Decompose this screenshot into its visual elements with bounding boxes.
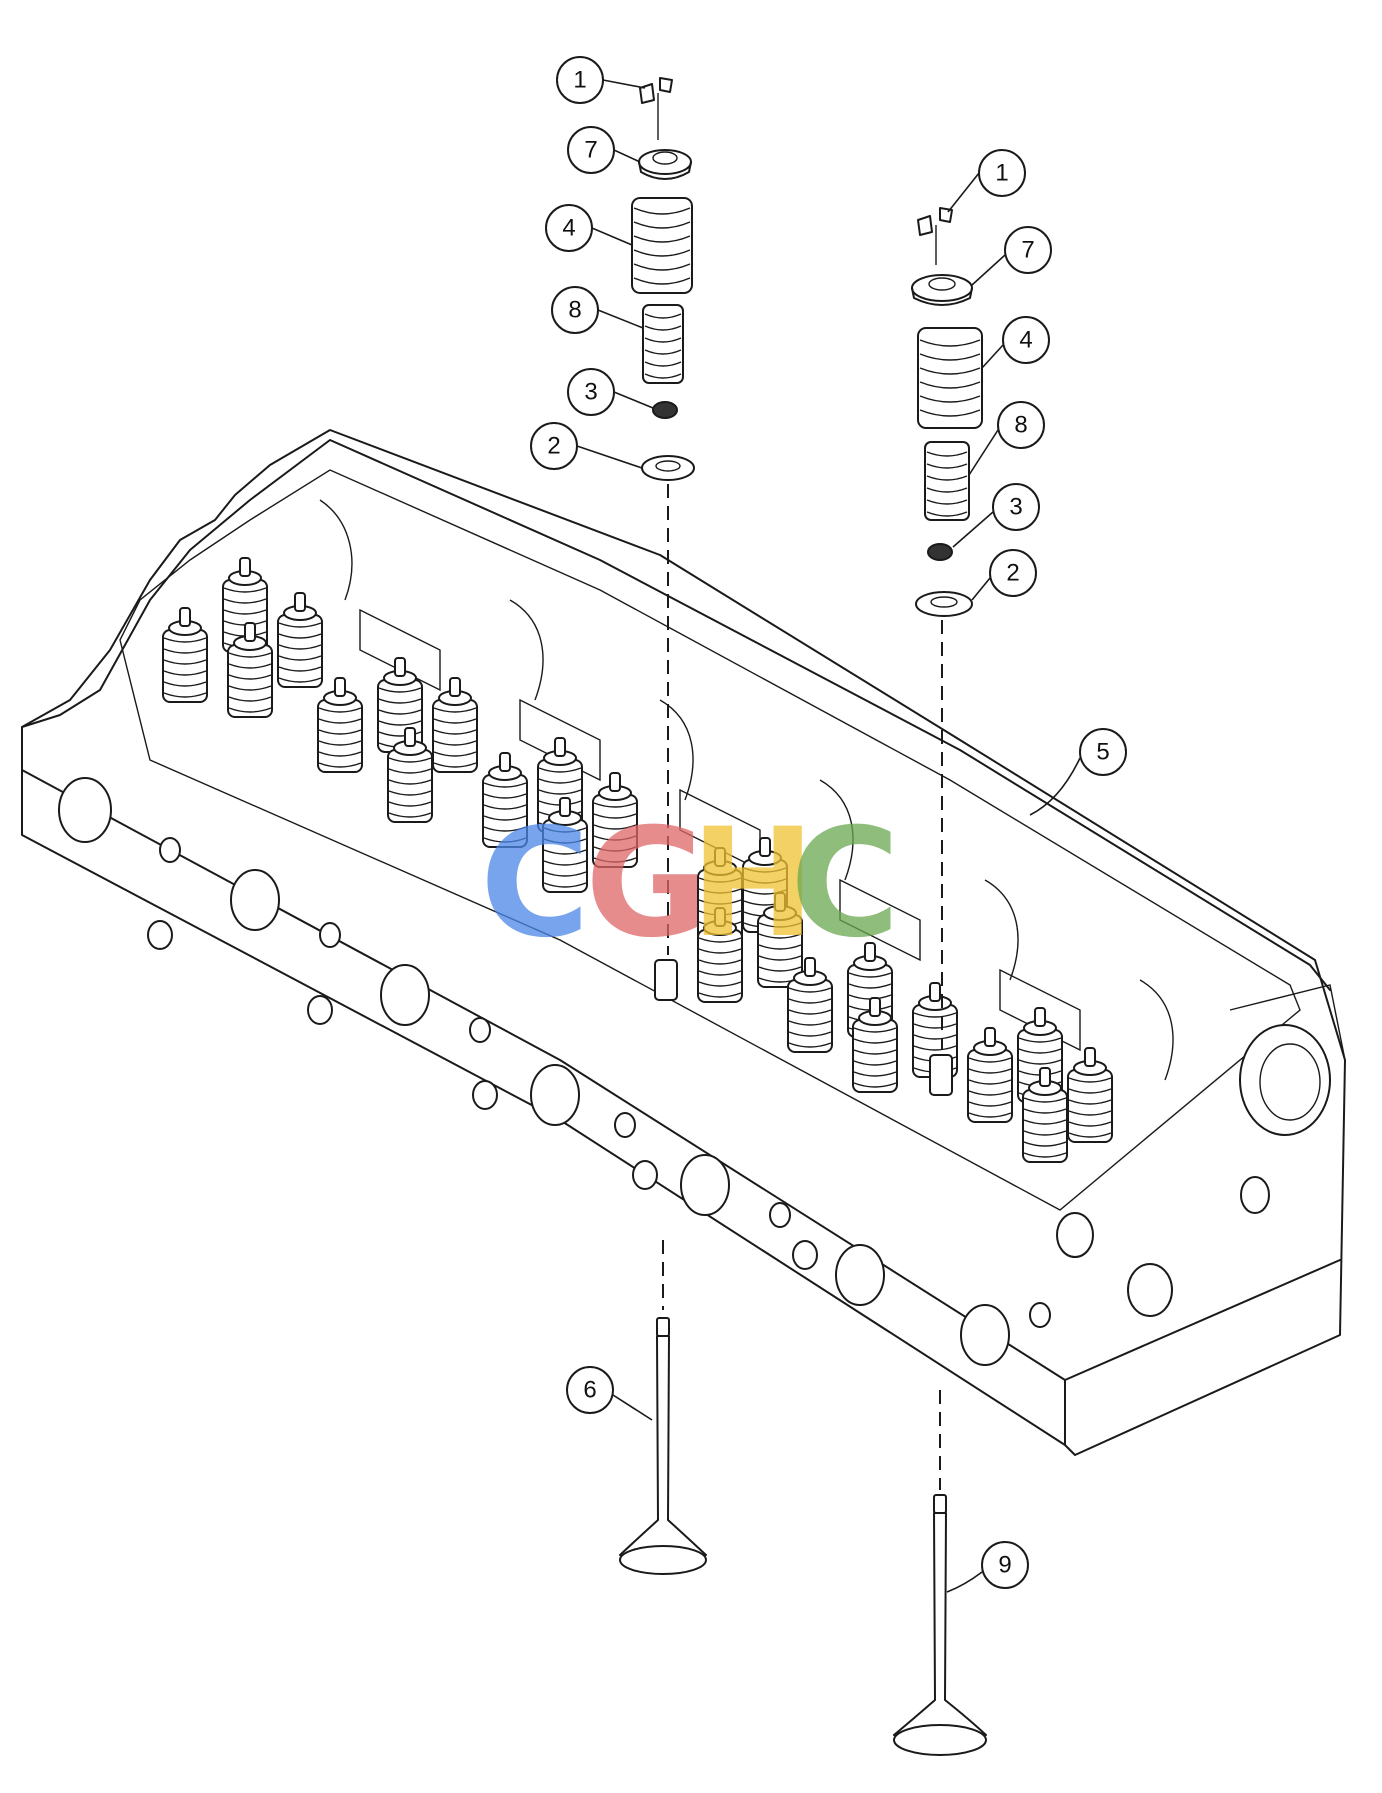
spring-seat-left xyxy=(641,455,695,481)
callout-4-left xyxy=(545,204,593,252)
installed-spring xyxy=(162,607,208,703)
callout-1-right-label: 1 xyxy=(995,160,1008,187)
watermark-letter-c2: C xyxy=(790,797,900,971)
exhaust-valve xyxy=(893,1494,987,1756)
outer-spring-left xyxy=(631,197,693,294)
outer-spring-right xyxy=(917,327,983,429)
installed-spring xyxy=(1067,1047,1113,1143)
callout-4-right-label: 4 xyxy=(1019,327,1032,354)
callout-8-left xyxy=(551,286,599,334)
installed-spring xyxy=(852,997,898,1093)
callout-8-right xyxy=(997,401,1045,449)
callout-7-left xyxy=(567,126,615,174)
callout-2-left-label: 2 xyxy=(547,433,560,460)
callout-2-right-label: 2 xyxy=(1006,560,1019,587)
installed-spring xyxy=(227,622,273,718)
valve-seal-right xyxy=(927,543,953,561)
end-face xyxy=(1029,984,1346,1328)
spring-retainer-right xyxy=(911,274,973,306)
watermark-letter-h: H xyxy=(690,797,816,971)
installed-spring xyxy=(482,752,528,848)
valve-keeper-right xyxy=(917,207,953,236)
callout-1-right xyxy=(978,149,1026,197)
callout-3-left-label: 3 xyxy=(584,379,597,406)
installed-spring xyxy=(1022,1067,1068,1163)
installed-valve-springs xyxy=(162,557,1113,1163)
cylinder-head xyxy=(21,429,1346,1456)
callout-6-label: 6 xyxy=(583,1377,596,1404)
intake-ports xyxy=(58,777,1010,1366)
callout-2-left xyxy=(530,422,578,470)
callout-2-right xyxy=(989,549,1037,597)
callout-1-left-label: 1 xyxy=(573,67,586,94)
callout-4-right xyxy=(1002,316,1050,364)
callout-7-right-label: 7 xyxy=(1021,237,1034,264)
installed-spring xyxy=(757,892,803,988)
installed-spring xyxy=(787,957,833,1053)
inner-spring-left xyxy=(642,304,684,384)
watermark: C G H C xyxy=(480,797,900,971)
callout-3-right xyxy=(992,483,1040,531)
installed-spring xyxy=(317,677,363,773)
callout-6 xyxy=(566,1366,614,1414)
callout-3-right-label: 3 xyxy=(1009,494,1022,521)
callout-9-label: 9 xyxy=(998,1552,1011,1579)
callout-1-left xyxy=(556,56,604,104)
callout-3-left xyxy=(567,368,615,416)
valve-keeper-left xyxy=(639,77,673,104)
callout-4-left-label: 4 xyxy=(562,215,575,242)
installed-spring xyxy=(697,907,743,1003)
callout-5 xyxy=(1079,728,1127,776)
installed-spring xyxy=(542,797,588,893)
callout-9 xyxy=(981,1541,1029,1589)
installed-spring xyxy=(592,772,638,868)
spring-seat-right xyxy=(915,591,973,617)
installed-spring xyxy=(387,727,433,823)
intake-valve xyxy=(619,1317,707,1575)
installed-spring xyxy=(967,1027,1013,1123)
callout-5-label: 5 xyxy=(1096,739,1109,766)
callout-7-right xyxy=(1004,226,1052,274)
installed-spring xyxy=(432,677,478,773)
watermark-letter-c1: C xyxy=(480,797,590,971)
callouts: 1 7 4 8 3 2 1 7 4 8 3 2 xyxy=(530,56,1127,1593)
watermark-letter-g: G xyxy=(585,797,708,971)
valve-seal-left xyxy=(652,401,678,419)
inner-spring-right xyxy=(924,441,970,521)
callout-7-left-label: 7 xyxy=(584,137,597,164)
spring-retainer-left xyxy=(638,149,692,180)
right-valve-stack xyxy=(893,207,987,1756)
installed-spring xyxy=(277,592,323,688)
callout-8-right-label: 8 xyxy=(1014,412,1027,439)
callout-8-left-label: 8 xyxy=(568,297,581,324)
left-valve-stack xyxy=(619,77,707,1575)
